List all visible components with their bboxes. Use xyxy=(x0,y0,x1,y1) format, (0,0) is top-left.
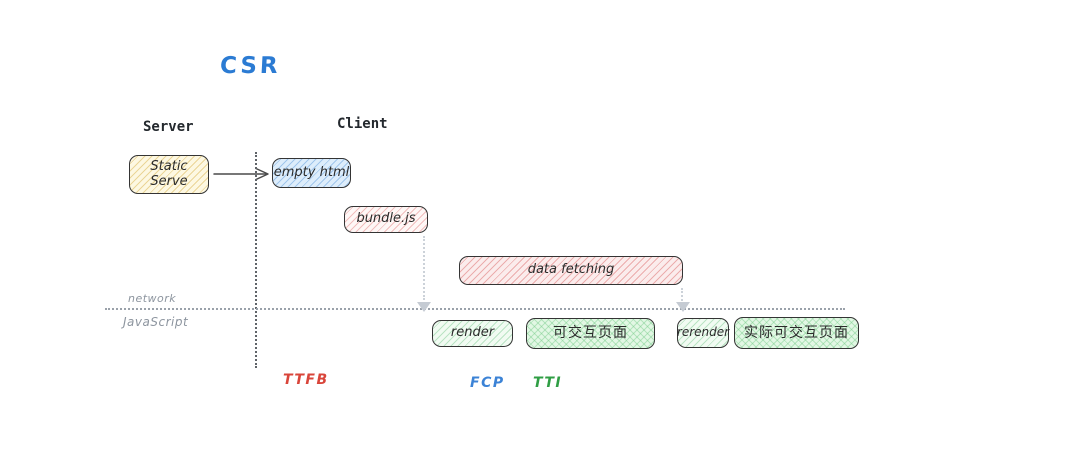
diagram-title: CSR xyxy=(219,53,282,79)
empty-html-box: empty html xyxy=(272,158,351,188)
javascript-lane-label: JavaScript xyxy=(123,315,189,329)
data-fetching-box: data fetching xyxy=(459,256,683,285)
bundle-js-drop-line xyxy=(423,236,425,300)
actual-interactive-page-label: 实际可交互页面 xyxy=(744,324,849,341)
fetch-complete-marker-icon xyxy=(676,302,690,312)
network-javascript-timeline xyxy=(105,308,845,310)
render-box: render xyxy=(432,320,513,347)
tti-metric-label: TTI xyxy=(533,375,563,391)
arrow-right-icon xyxy=(213,167,269,181)
data-fetching-drop-line xyxy=(681,288,683,301)
actual-interactive-page-box: 实际可交互页面 xyxy=(734,317,859,349)
static-serve-label: Static Serve xyxy=(150,158,188,189)
client-boundary-divider xyxy=(255,152,257,368)
interactive-page-label: 可交互页面 xyxy=(553,325,628,342)
rerender-label: rerender xyxy=(676,325,730,340)
bundle-complete-marker-icon xyxy=(417,302,431,312)
network-lane-label: network xyxy=(128,292,177,305)
rerender-box: rerender xyxy=(677,318,729,348)
static-serve-box: Static Serve xyxy=(129,155,209,194)
interactive-page-box: 可交互页面 xyxy=(526,318,655,349)
render-label: render xyxy=(450,325,495,341)
bundle-js-box: bundle.js xyxy=(344,206,428,233)
fcp-metric-label: FCP xyxy=(470,375,505,391)
data-fetching-label: data fetching xyxy=(527,262,615,278)
ttfb-metric-label: TTFB xyxy=(283,372,329,388)
server-column-label: Server xyxy=(143,119,194,135)
empty-html-label: empty html xyxy=(273,164,350,180)
bundle-js-label: bundle.js xyxy=(356,211,416,227)
client-column-label: Client xyxy=(337,116,388,132)
